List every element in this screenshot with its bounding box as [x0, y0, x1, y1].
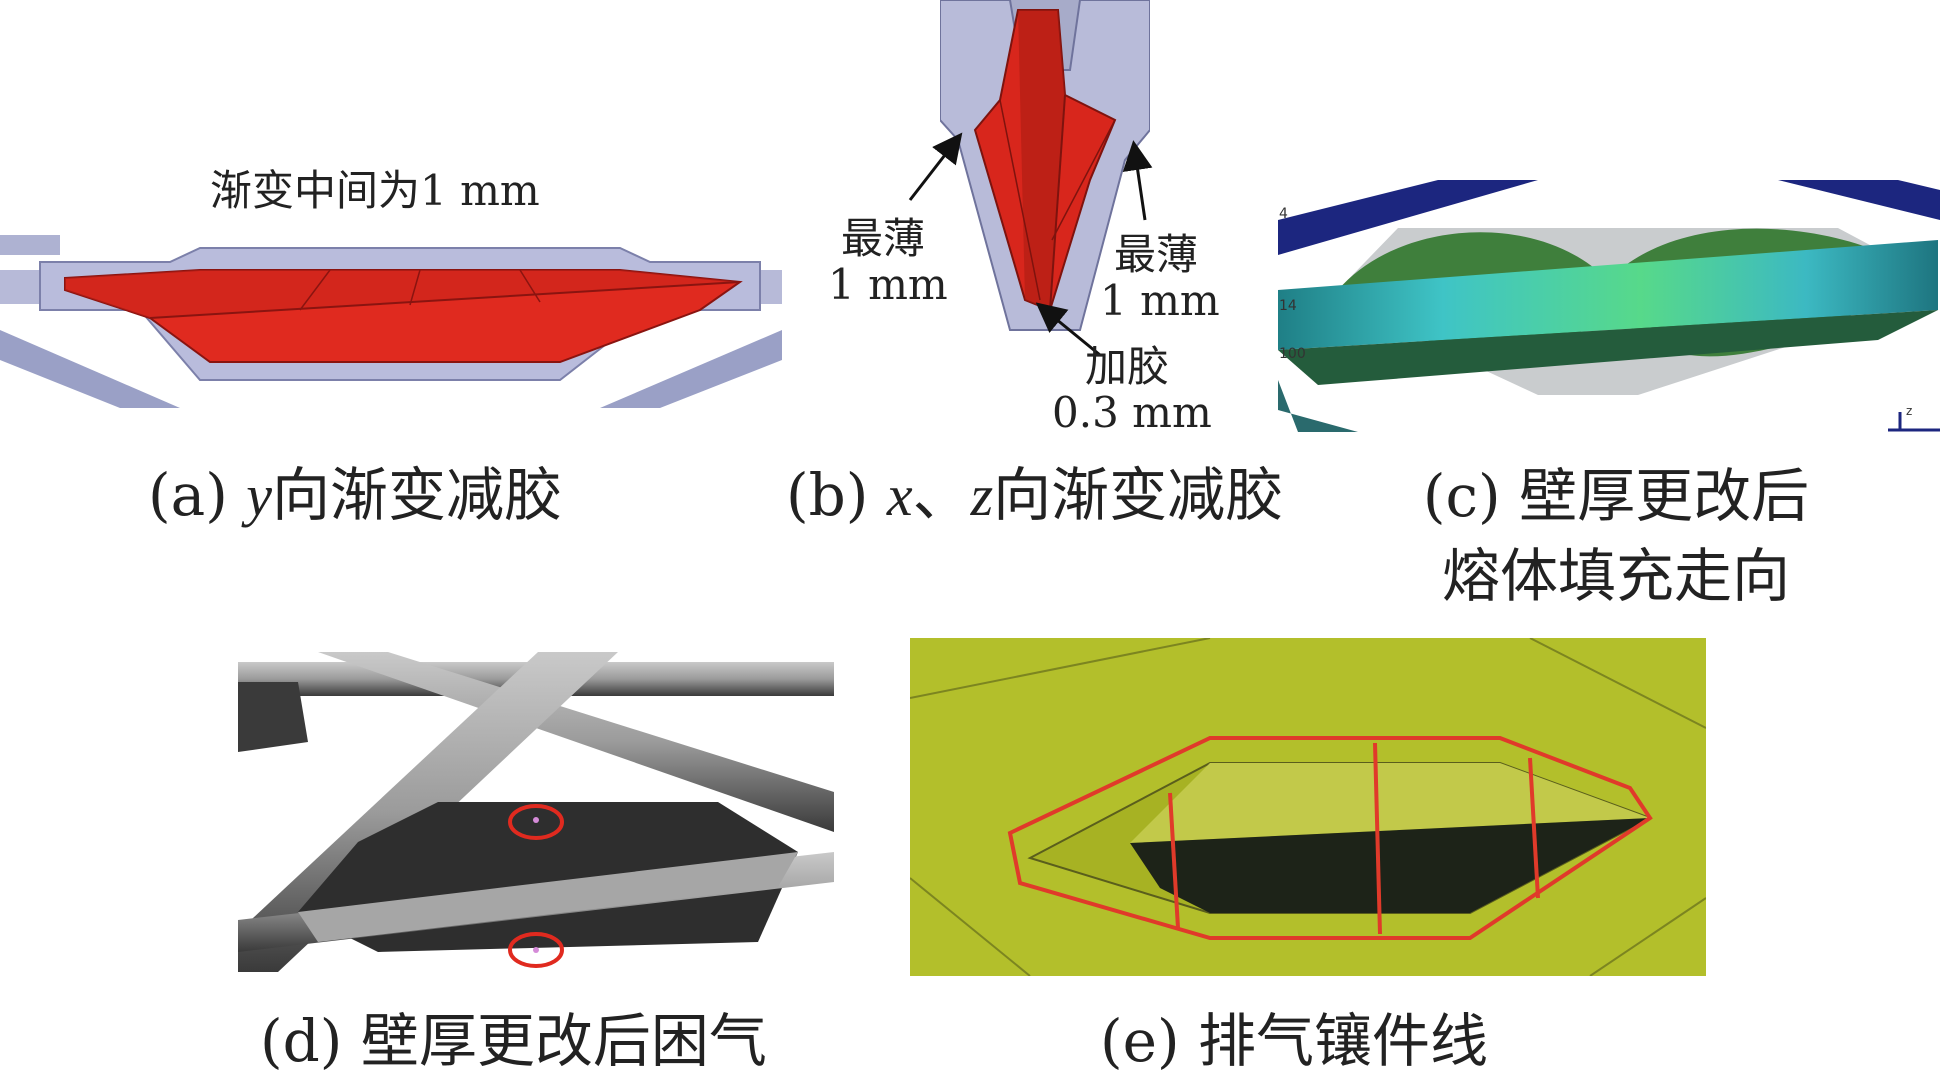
- panel-c-caption-line1: (c) 壁厚更改后: [1422, 462, 1810, 530]
- panel-b-bottom-label-2: 0.3 mm: [1052, 388, 1212, 437]
- panel-c-caption-line2: 熔体填充走向: [1441, 542, 1790, 610]
- panel-b-left-label: 最薄 1 mm: [828, 214, 948, 309]
- panel-c-caption: (c) 壁厚更改后 熔体填充走向: [1386, 456, 1846, 616]
- panel-a-caption: (a) y向渐变减胶: [148, 462, 562, 529]
- panel-a-caption-var: y: [246, 463, 273, 528]
- panel-a-caption-rest: 向渐变减胶: [272, 461, 563, 529]
- panel-b-caption-sep: 、: [912, 461, 971, 529]
- panel-b-caption-prefix: (b): [786, 461, 887, 529]
- panel-b-caption-var2: z: [970, 463, 994, 528]
- panel-d-image: [238, 652, 834, 976]
- panel-b-caption-var1: x: [886, 463, 913, 528]
- arrow-bottom: [1035, 302, 1101, 357]
- panel-a-caption-prefix: (a): [148, 461, 247, 529]
- panel-b-caption-rest: 向渐变减胶: [993, 461, 1284, 529]
- panel-b-right-label-1: 最薄: [1113, 230, 1198, 279]
- panel-b-caption: (b) x、z向渐变减胶: [786, 462, 1283, 529]
- panel-c-tick-mid: 14: [1279, 298, 1297, 314]
- trap-marker-top: [508, 804, 564, 840]
- panel-e-caption: (e) 排气镶件线: [1100, 1007, 1489, 1075]
- panel-b-bottom-label-1: 加胶: [1084, 342, 1169, 391]
- trap-marker-bottom: [508, 932, 564, 968]
- panel-a-image: [0, 230, 782, 408]
- panel-b-image: [940, 0, 1150, 335]
- panel-b-right-label: 最薄 1 mm: [1100, 230, 1220, 325]
- panel-a-annotation: 渐变中间为1 mm: [210, 166, 540, 215]
- panel-c-tick-bottom: 100: [1279, 346, 1306, 362]
- panel-c-image: [1278, 180, 1940, 432]
- panel-b-bottom-label: 加胶 0.3 mm: [1052, 342, 1212, 437]
- panel-b-arrows: [908, 132, 1153, 357]
- panel-b-left-label-1: 最薄: [840, 214, 925, 263]
- arrow-right: [1122, 140, 1153, 221]
- panel-d-caption: (d) 壁厚更改后困气: [260, 1007, 767, 1075]
- panel-c-tick-top: 4: [1279, 206, 1288, 222]
- panel-b-right-label-2: 1 mm: [1100, 276, 1220, 325]
- panel-b-left-label-2: 1 mm: [828, 260, 948, 309]
- panel-c-axis-label: z: [1906, 404, 1913, 418]
- arrow-left: [908, 132, 963, 201]
- panel-e-image: [910, 638, 1706, 976]
